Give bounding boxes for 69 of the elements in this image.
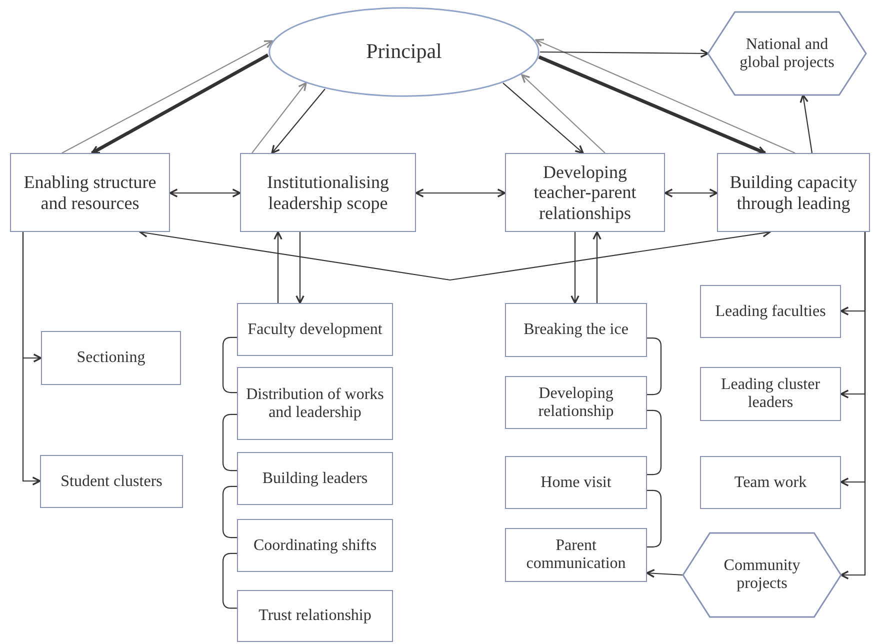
arrow <box>570 232 580 304</box>
node-label: Leading faculties <box>715 302 826 320</box>
process-box <box>40 455 183 508</box>
arrow <box>22 232 41 486</box>
process-box <box>700 456 841 509</box>
node-label: Building capacity through leading <box>728 172 858 213</box>
node-label: Developing teacher-parent relationships <box>532 162 638 223</box>
node-label: Parent communication <box>525 537 627 573</box>
node-label: Community projects <box>722 557 802 593</box>
bracket-connector <box>222 414 237 472</box>
node-label: Enabling structure and resources <box>22 172 158 213</box>
bracket-connector <box>222 552 237 609</box>
process-box <box>505 528 647 582</box>
process-box <box>237 452 393 505</box>
arrow <box>252 82 307 154</box>
node-label: Principal <box>366 40 442 64</box>
arrow <box>62 40 273 154</box>
node-label: Building leaders <box>262 470 368 488</box>
node-label: Sectioning <box>76 349 146 367</box>
node-label: Student clusters <box>60 472 162 490</box>
arrow <box>296 232 304 304</box>
process-box <box>237 367 393 440</box>
ellipse-node <box>268 7 540 97</box>
node-label: National and global projects <box>738 36 836 72</box>
process-box <box>10 153 170 232</box>
arrow <box>538 55 766 155</box>
arrow <box>592 231 602 303</box>
arrow <box>169 188 241 198</box>
process-box <box>505 456 647 509</box>
node-label: Institutionalising leadership scope <box>266 172 390 213</box>
process-box <box>505 153 665 232</box>
process-box <box>700 285 841 338</box>
bracket-connector <box>647 338 662 396</box>
arrow <box>521 74 606 154</box>
hexagon-node <box>683 533 841 617</box>
bracket-connector <box>222 486 237 538</box>
node-label: Home visit <box>540 474 612 492</box>
process-box <box>237 590 393 642</box>
hexagon-node <box>708 12 866 95</box>
node-label: Faculty development <box>248 320 382 338</box>
process-box <box>240 153 416 232</box>
arrow <box>91 54 269 154</box>
process-box <box>505 376 647 429</box>
arrow <box>664 188 718 198</box>
arrow <box>271 88 326 154</box>
arrow <box>540 49 709 58</box>
arrow <box>646 569 684 578</box>
node-label: Distribution of works and leadership <box>245 386 385 422</box>
node-label: Breaking the ice <box>524 321 628 339</box>
arrow <box>502 82 584 154</box>
bracket-connector <box>222 336 237 394</box>
process-box <box>505 303 647 357</box>
arrow <box>535 38 796 154</box>
process-box <box>237 519 393 572</box>
node-label: Leading cluster leaders <box>720 376 822 412</box>
arrow <box>800 94 813 154</box>
arrow <box>415 188 506 198</box>
arrow <box>840 232 866 580</box>
process-box <box>717 153 870 232</box>
process-box <box>700 367 841 421</box>
process-box <box>41 331 181 385</box>
node-label: Trust relationship <box>258 607 372 625</box>
arrow <box>274 231 282 303</box>
node-label: Team work <box>734 474 807 492</box>
bracket-connector <box>647 410 662 476</box>
process-box <box>237 303 393 356</box>
node-label: Developing relationship <box>537 384 615 420</box>
bracket-connector <box>647 490 662 548</box>
node-label: Coordinating shifts <box>253 536 377 554</box>
